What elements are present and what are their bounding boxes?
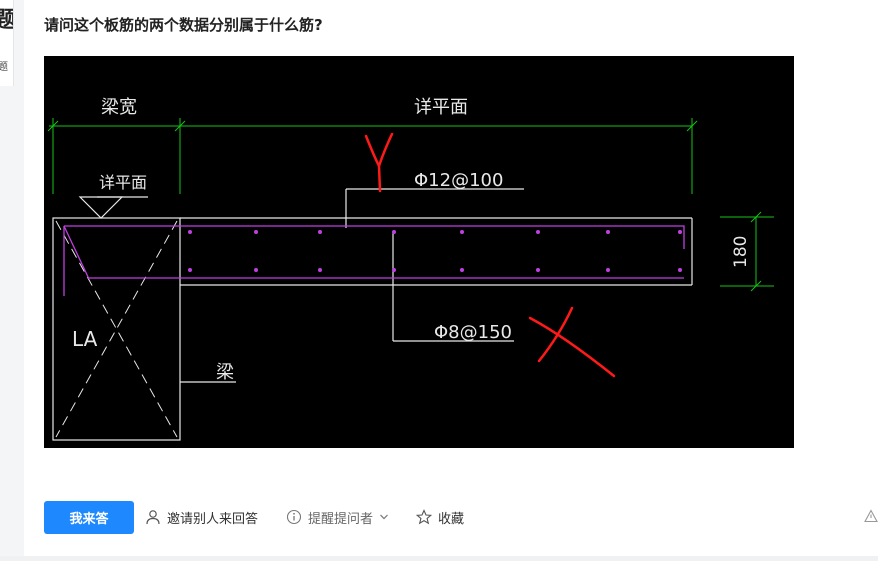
- remind-label: 提醒提问者: [308, 511, 374, 527]
- dimension-lines: [47, 118, 774, 292]
- side-tab-small-glyph: 题: [0, 58, 8, 73]
- beam-cross-dashed: [55, 220, 178, 438]
- answer-button[interactable]: 我来答: [44, 501, 134, 534]
- rebar-lines: [63, 225, 685, 296]
- report-warning-icon[interactable]: [864, 509, 878, 523]
- invite-answer-action[interactable]: 邀请别人来回答: [145, 506, 258, 528]
- cad-drawing-svg: 梁宽 详平面 详平面 Φ12@100 Φ8@150 LA 梁 180: [47, 97, 774, 441]
- label-detail-top: 详平面: [414, 97, 468, 118]
- label-thickness: 180: [731, 236, 751, 268]
- page-bottom-divider: [0, 556, 878, 561]
- info-icon: [286, 509, 302, 525]
- question-image-cad-drawing[interactable]: 梁宽 详平面 详平面 Φ12@100 Φ8@150 LA 梁 180: [44, 56, 794, 448]
- invite-label: 邀请别人来回答: [167, 511, 259, 527]
- question-card: 请问这个板筋的两个数据分别属于什么筋?: [24, 0, 878, 556]
- left-side-tab[interactable]: 题 题: [0, 0, 14, 86]
- favorite-action[interactable]: 收藏: [416, 506, 464, 528]
- favorite-label: 收藏: [438, 511, 465, 527]
- structure-outline: [52, 188, 693, 441]
- question-title: 请问这个板筋的两个数据分别属于什么筋?: [44, 16, 323, 34]
- label-detail-left: 详平面: [99, 173, 147, 192]
- label-beam-width: 梁宽: [101, 97, 137, 118]
- star-icon: [416, 509, 432, 525]
- rebar-dots: [188, 230, 682, 272]
- label-bottom-rebar: Φ8@150: [434, 322, 512, 343]
- user-icon: [146, 510, 160, 525]
- label-beam: 梁: [216, 362, 234, 383]
- hand-annotations: [364, 132, 616, 378]
- chevron-down-icon: [380, 514, 388, 520]
- side-tab-glyph: 题: [0, 2, 13, 34]
- remind-asker-action[interactable]: 提醒提问者: [286, 506, 389, 528]
- label-la: LA: [72, 327, 98, 351]
- label-top-rebar: Φ12@100: [414, 170, 503, 191]
